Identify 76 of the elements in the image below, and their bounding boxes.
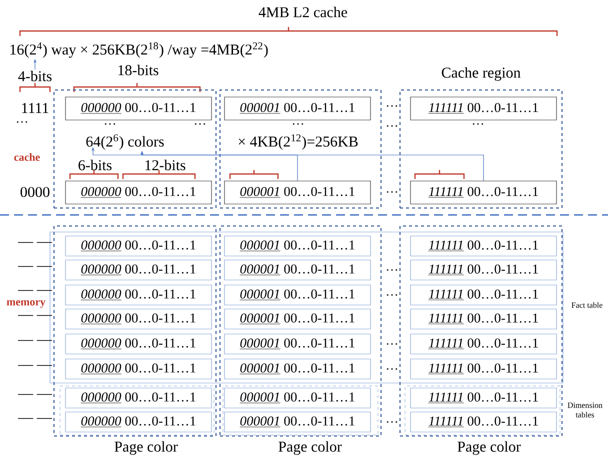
- colors-label: 64(2$^{6}$) colors: [86, 134, 164, 150]
- region-label: Cache region: [442, 67, 521, 81]
- row-dash: — —: [18, 365, 52, 366]
- memory-column-box: [400, 226, 562, 436]
- memory-line-box: 000000 00…0-11…1: [65, 388, 212, 408]
- memory-line-box: 000001 00…0-11…1: [224, 412, 371, 432]
- dimension-table-box: [60, 386, 214, 436]
- column-label: Page color: [114, 441, 178, 455]
- memory-line-box: 000001 00…0-11…1: [224, 284, 371, 306]
- cache-region-box: [54, 90, 216, 208]
- cache-region-box: [400, 90, 562, 208]
- memory-line-box: 000000 00…0-11…1: [65, 308, 212, 330]
- memory-column-box: [54, 226, 216, 436]
- row-dash: — —: [18, 266, 52, 267]
- memory-line-box: 000001 00…0-11…1: [224, 388, 371, 408]
- brace-label: 6-bits: [78, 160, 112, 170]
- ellipsis: …: [386, 269, 398, 271]
- side-label: cache: [14, 153, 40, 161]
- ellipsis: …: [386, 343, 398, 345]
- cache-region-box: [220, 90, 382, 208]
- cache-line-box: 000000 00…0-11…1: [65, 180, 212, 204]
- bit-label: 4-bits: [18, 70, 52, 82]
- dimension-table-box: [404, 386, 560, 436]
- memory-line-box: 000001 00…0-11…1: [224, 236, 371, 256]
- size-label: × 4KB(2$^{12}$)=256KB: [238, 134, 358, 150]
- column-label: Page color: [458, 441, 521, 455]
- region-label: Dimension tables: [568, 402, 602, 418]
- memory-line-box: 000000 00…0-11…1: [65, 284, 212, 306]
- dimension-table-box: [222, 386, 378, 436]
- row-dash: — —: [18, 394, 52, 395]
- ellipsis: …: [386, 125, 398, 127]
- memory-line-box: 000000 00…0-11…1: [65, 358, 212, 380]
- memory-line-box: 000001 00…0-11…1: [224, 260, 371, 280]
- memory-line-box: 111111 00…0-11…1: [410, 308, 557, 330]
- memory-line-box: 111111 00…0-11…1: [410, 412, 557, 432]
- memory-line-box: 000000 00…0-11…1: [65, 236, 212, 256]
- memory-line-box: 000000 00…0-11…1: [65, 334, 212, 354]
- memory-line-box: 000000 00…0-11…1: [65, 412, 212, 432]
- memory-line-box: 111111 00…0-11…1: [410, 284, 557, 306]
- side-label: memory: [6, 300, 46, 308]
- ellipsis: …: [386, 421, 398, 423]
- ellipsis: …: [194, 123, 206, 125]
- memory-line-box: 000000 00…0-11…1: [65, 260, 212, 280]
- memory-line-box: 000001 00…0-11…1: [224, 334, 371, 354]
- brace-label: 18-bits: [118, 64, 158, 76]
- region-label: Fact table: [572, 302, 602, 308]
- ellipsis: …: [16, 121, 28, 123]
- memory-line-box: 111111 00…0-11…1: [410, 236, 557, 256]
- cache-line-box: 111111 00…0-11…1: [410, 96, 557, 120]
- memory-line-box: 111111 00…0-11…1: [410, 388, 557, 408]
- memory-line-box: 111111 00…0-11…1: [410, 334, 557, 354]
- row-dash: — —: [18, 290, 52, 291]
- brace-label: 12-bits: [145, 160, 186, 170]
- column-label: Page color: [278, 441, 342, 455]
- cache-line-box: 000000 00…0-11…1: [65, 96, 212, 120]
- memory-line-box: 111111 00…0-11…1: [410, 260, 557, 280]
- ellipsis: …: [386, 368, 398, 370]
- brace-label: 4MB L2 cache: [258, 6, 348, 18]
- ellipsis: …: [386, 294, 398, 296]
- cache-line-box: 000001 00…0-11…1: [224, 96, 371, 120]
- row-dash: — —: [18, 315, 52, 316]
- equation-text: 16(2$^{4}$) way × 256KB(2$^{18}$) /way =4MB(2$^{22}$): [10, 42, 268, 58]
- ellipsis: …: [386, 191, 398, 193]
- memory-line-box: 000001 00…0-11…1: [224, 308, 371, 330]
- memory-column-box: [220, 226, 382, 436]
- memory-line-box: 111111 00…0-11…1: [410, 358, 557, 380]
- ellipsis: …: [386, 105, 398, 107]
- cache-line-box: 000001 00…0-11…1: [224, 180, 371, 204]
- row-dash: — —: [18, 418, 52, 419]
- fact-table-box: [50, 232, 564, 384]
- row-dash: — —: [18, 340, 52, 341]
- cache-line-box: 111111 00…0-11…1: [410, 180, 557, 204]
- memory-line-box: 000001 00…0-11…1: [224, 358, 371, 380]
- row-label: 0000: [20, 186, 50, 198]
- row-dash: — —: [18, 242, 52, 243]
- row-label: 1111: [22, 103, 48, 113]
